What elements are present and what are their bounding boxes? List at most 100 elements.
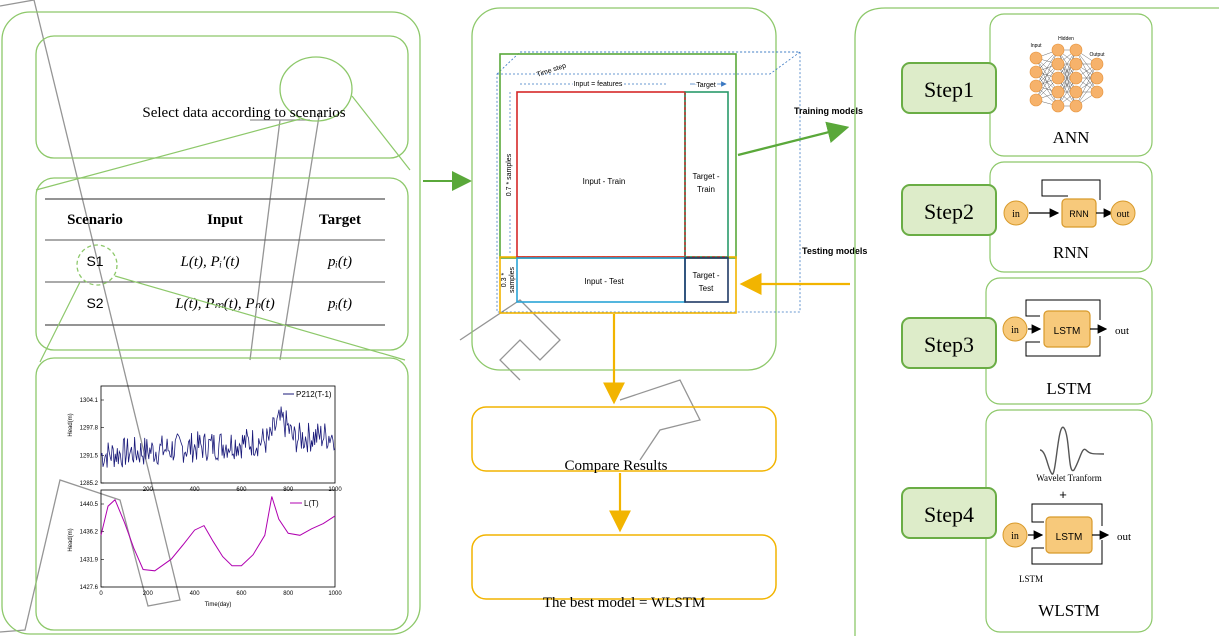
chart2-xtick: 0 xyxy=(99,591,103,597)
ann-node xyxy=(1051,99,1065,113)
select-data-text: Select data according to scenarios xyxy=(142,105,345,121)
ann-node xyxy=(1069,99,1083,113)
lstm-out-label: out xyxy=(1115,325,1129,337)
ann-node xyxy=(1029,79,1043,93)
plus-label: + xyxy=(1059,487,1067,502)
rnn-in-label: in xyxy=(1012,209,1020,220)
lstm-label: LSTM xyxy=(1046,379,1091,398)
input-test-label: Input - Test xyxy=(584,277,624,286)
chart2-ytick: 1431.9 xyxy=(80,557,99,563)
s1-highlight xyxy=(76,244,118,286)
ann-node xyxy=(1051,43,1065,57)
ann-node xyxy=(1029,65,1043,79)
table-row-s1-scenario: S1 xyxy=(86,253,103,269)
target-label: Target xyxy=(696,82,716,89)
right-panel: Input Hidden Output ANN Step1 in RNN out… xyxy=(854,7,1219,636)
chart1-ytick: 1291.5 xyxy=(80,453,99,459)
ann-node xyxy=(1090,85,1104,99)
lstm-block-label: LSTM xyxy=(1054,326,1081,337)
ann-edge xyxy=(1035,49,1059,87)
ann-edge xyxy=(1057,63,1077,107)
step3-button[interactable] xyxy=(901,317,997,369)
input-features-label: Input = features xyxy=(574,81,623,88)
chart1-legend: P212(T-1) xyxy=(296,390,332,399)
wlstm-in-label: in xyxy=(1011,531,1019,542)
ann-node xyxy=(1069,85,1083,99)
chart2-ylabel: Head(m) xyxy=(68,528,74,551)
chart1-series-line xyxy=(100,406,336,468)
ann-node xyxy=(1069,57,1083,71)
table-row-s2-scenario: S2 xyxy=(86,295,103,311)
table-row-s1-target: pᵢ(t) xyxy=(327,254,352,270)
wlstm-cell-icon xyxy=(1002,503,1110,565)
ann-node xyxy=(1069,43,1083,57)
chart1-ytick: 1297.8 xyxy=(80,426,99,432)
ann-hidden-label: Hidden xyxy=(1058,36,1074,42)
wavelet-icon xyxy=(1039,426,1105,475)
step1-label: Step1 xyxy=(924,77,974,102)
ann-network-icon xyxy=(1029,43,1104,113)
target-test-label-a: Target - xyxy=(692,271,719,280)
middle-panel: Time step Input = features Target Input … xyxy=(471,7,802,371)
step2-button[interactable] xyxy=(901,184,997,236)
ann-edge xyxy=(1057,49,1077,93)
wlstm-label: WLSTM xyxy=(1038,601,1099,620)
table-header-scenario: Scenario xyxy=(67,212,123,228)
step2-label: Step2 xyxy=(924,199,974,224)
chart1-ytick: 1304.1 xyxy=(80,398,99,404)
lstm-cell-icon xyxy=(1002,299,1108,357)
chart1-ylabel: Head(m) xyxy=(68,413,74,436)
ann-node xyxy=(1029,93,1043,107)
ann-node xyxy=(1051,85,1065,99)
chart2-xtick: 800 xyxy=(283,591,294,597)
ann-node xyxy=(1090,71,1104,85)
ann-input-label: Input xyxy=(1030,43,1042,49)
step1-button[interactable] xyxy=(901,62,997,114)
compare-results-box xyxy=(471,406,777,472)
lstm-in-label: in xyxy=(1011,325,1019,336)
wlstm-out-label: out xyxy=(1117,531,1131,543)
ann-node xyxy=(1090,57,1104,71)
chart1-ytick: 1285.2 xyxy=(80,481,99,487)
table-row-s2-input: L(t), Pₘ(t), Pₙ(t) xyxy=(174,296,274,312)
best-model-label: The best model = WLSTM xyxy=(543,595,705,611)
table-row-s1-input: L(t), Pᵢ′(t) xyxy=(180,254,240,270)
chart2-ytick: 1440.5 xyxy=(80,502,99,508)
ann-output-label: Output xyxy=(1089,52,1105,58)
lstm-small-label: LSTM xyxy=(1019,574,1043,584)
chart2-xtick: 200 xyxy=(143,591,154,597)
ann-label: ANN xyxy=(1053,128,1090,147)
step4-button[interactable] xyxy=(901,487,997,539)
rnn-label: RNN xyxy=(1053,243,1089,262)
best-model-box xyxy=(471,534,777,600)
training-arrow xyxy=(737,121,850,157)
table-header-target: Target xyxy=(319,212,361,228)
accepted-watermark xyxy=(0,0,701,633)
target-train-label-a: Target - xyxy=(692,172,719,181)
training-models-label: Training models xyxy=(794,106,863,116)
ann-node xyxy=(1069,71,1083,85)
step3-label: Step3 xyxy=(924,332,974,357)
chart2-xtick: 400 xyxy=(190,591,201,597)
target-test-block xyxy=(684,257,729,303)
table-header-input: Input xyxy=(207,212,243,228)
chart2-xtick: 1000 xyxy=(328,591,342,597)
target-test-label-b: Test xyxy=(699,284,714,293)
ann-node xyxy=(1051,57,1065,71)
ann-edge xyxy=(1035,63,1059,101)
ann-edge xyxy=(1075,63,1098,107)
target-train-label-b: Train xyxy=(697,185,715,194)
chart-lt: Head(m) Time(day) 1440.51436.21431.91427… xyxy=(68,489,342,608)
wavelet-label: Wavelet Tranform xyxy=(1036,473,1102,483)
step4-label: Step4 xyxy=(924,502,974,527)
test-samples-label-b: samples xyxy=(509,266,516,293)
chart2-ytick: 1427.6 xyxy=(80,585,99,591)
compare-results-label: Compare Results xyxy=(565,458,668,474)
time-step-label: Time step xyxy=(536,63,567,79)
input-train-label: Input - Train xyxy=(583,177,626,186)
ann-edge xyxy=(1035,49,1059,101)
ann-node xyxy=(1029,51,1043,65)
chart2-series-line xyxy=(100,496,336,572)
table-row-s2-target: pᵢ(t) xyxy=(327,296,352,312)
